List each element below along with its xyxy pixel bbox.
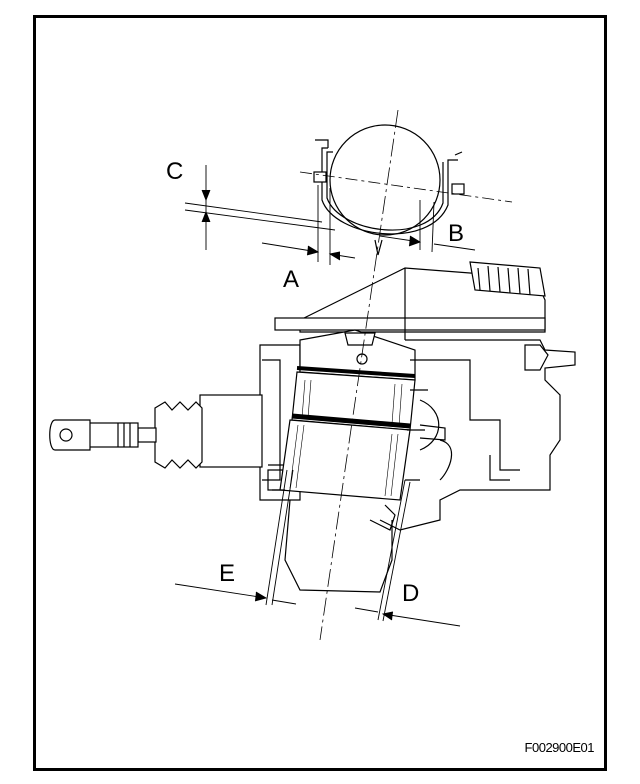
dimension-c [184,165,336,250]
label-c: C [166,158,184,185]
diagram-frame [33,15,607,771]
booster-shading [289,379,403,497]
label-d: D [402,580,420,607]
label-b: B [448,220,465,247]
master-cylinder-body [379,339,576,531]
figure-code: F002900E01 [524,740,595,755]
dimension-a [261,185,356,265]
pushrod-assembly [49,394,263,469]
booster-cylinder [268,329,446,501]
label-a: A [283,266,300,293]
label-e: E [219,560,236,587]
section-circle-view [299,124,513,256]
dimension-b [379,200,476,253]
dimension-e [174,469,297,606]
center-axis [319,109,399,641]
dimension-d [354,479,461,627]
reservoir [274,261,546,340]
